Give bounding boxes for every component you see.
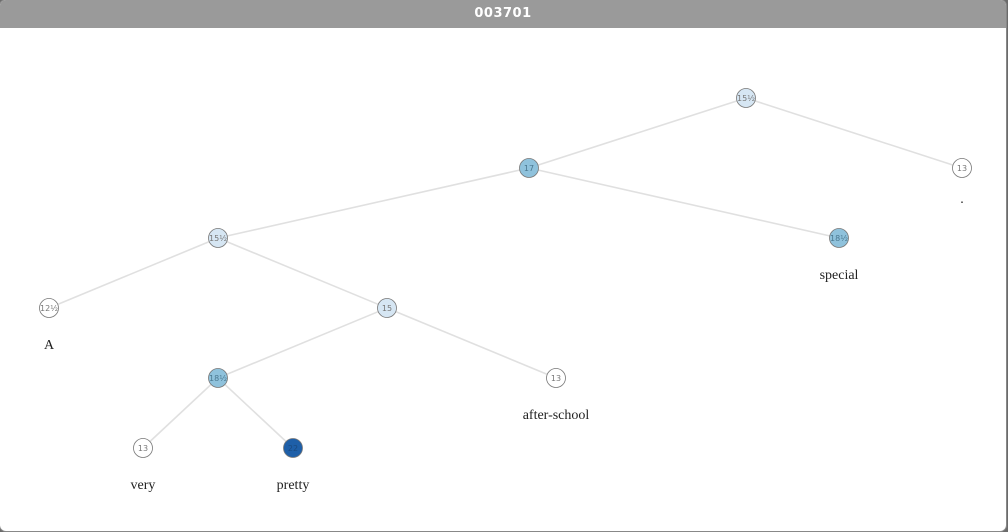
leaf-word: pretty (277, 478, 310, 493)
tree-edges (48, 97, 963, 449)
tree-edge (386, 307, 557, 379)
tree-node[interactable]: 17 (519, 158, 539, 178)
tree-edge (528, 97, 747, 169)
tree-node[interactable]: 12½ (39, 298, 59, 318)
node-circle[interactable] (736, 88, 756, 108)
leaf-word: after-school (523, 408, 590, 423)
tree-node[interactable]: 18½ (208, 368, 228, 388)
node-score-label: 15½ (737, 94, 755, 103)
node-score-label: 13 (551, 374, 561, 383)
leaf-word: very (131, 478, 156, 493)
tree-edge (528, 167, 840, 239)
tree-node[interactable]: 15½ (208, 228, 228, 248)
tree-edge (142, 377, 219, 449)
tree-node[interactable]: 15½ (736, 88, 756, 108)
node-circle[interactable] (519, 158, 539, 178)
tree-edge (745, 97, 963, 169)
node-circle[interactable] (546, 368, 566, 388)
tree-nodes: 15½ 17 13 15½ 18½ 12½ 15 18½ 13 13 22 (39, 88, 972, 458)
tree-node[interactable]: 13 (952, 158, 972, 178)
tree-node[interactable]: 13 (133, 438, 153, 458)
tree-node[interactable]: 22 (283, 438, 303, 458)
leaf-word: A (44, 338, 55, 353)
node-circle[interactable] (377, 298, 397, 318)
tree-edge (217, 237, 388, 309)
node-score-label: 17 (524, 164, 534, 173)
node-score-label: 22 (288, 444, 298, 453)
node-circle[interactable] (39, 298, 59, 318)
node-score-label: 12½ (40, 304, 58, 313)
leaf-word: special (820, 268, 859, 283)
node-circle[interactable] (829, 228, 849, 248)
tree-node[interactable]: 13 (546, 368, 566, 388)
tree-edge (217, 377, 294, 449)
node-circle[interactable] (283, 438, 303, 458)
node-circle[interactable] (952, 158, 972, 178)
node-circle[interactable] (208, 368, 228, 388)
tree-node[interactable]: 15 (377, 298, 397, 318)
node-score-label: 15 (382, 304, 392, 313)
leaf-word: . (960, 192, 964, 207)
node-score-label: 18½ (830, 234, 848, 243)
node-score-label: 13 (138, 444, 148, 453)
node-circle[interactable] (208, 228, 228, 248)
tree-edge (217, 167, 530, 239)
node-circle[interactable] (133, 438, 153, 458)
node-score-label: 15½ (209, 234, 227, 243)
node-score-label: 13 (957, 164, 967, 173)
window-title: 003701 (0, 0, 1006, 28)
tree-edge (48, 237, 219, 309)
node-score-label: 18½ (209, 374, 227, 383)
tree-node[interactable]: 18½ (829, 228, 849, 248)
tree-edge (217, 307, 388, 379)
